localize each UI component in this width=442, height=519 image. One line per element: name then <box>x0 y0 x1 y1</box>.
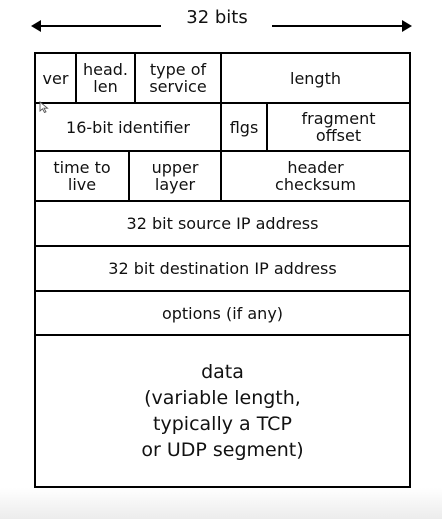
header-row-2: 16-bit identifier flgs fragment offset <box>36 104 409 152</box>
mouse-pointer-icon <box>39 101 49 113</box>
header-row-3: time to live upper layer header checksum <box>36 152 409 202</box>
ip-datagram-format-table: ver head. len type of service length 16-… <box>34 52 411 488</box>
options-label: options (if any) <box>161 303 284 323</box>
upper-layer-label: upper layer <box>151 158 199 194</box>
length-label: length <box>290 68 341 88</box>
options-field: options (if any) <box>36 292 409 334</box>
right-arrow-icon <box>272 20 412 32</box>
screen-bottom-shade <box>0 488 442 519</box>
length-field: length <box>222 54 409 102</box>
destination-ip-field: 32 bit destination IP address <box>36 247 409 290</box>
source-ip-field: 32 bit source IP address <box>36 202 409 245</box>
bit-width-label: 32 bits <box>186 7 248 28</box>
data-label: data (variable length, typically a TCP o… <box>141 361 304 461</box>
destination-ip-label: 32 bit destination IP address <box>108 259 337 278</box>
head-len-field: head. len <box>77 54 136 102</box>
header-checksum-label: header checksum <box>275 158 356 194</box>
source-ip-label: 32 bit source IP address <box>126 214 319 233</box>
source-ip-row: 32 bit source IP address <box>36 202 409 247</box>
ver-field: ver <box>36 54 77 102</box>
fragment-offset-field: fragment offset <box>268 104 409 150</box>
ver-label: ver <box>42 68 69 88</box>
header-row-1: ver head. len type of service length <box>36 54 409 104</box>
flags-label: flgs <box>229 117 259 137</box>
bit-width-header: 32 bits <box>0 0 442 40</box>
type-of-service-field: type of service <box>136 54 222 102</box>
data-row: data (variable length, typically a TCP o… <box>36 336 409 486</box>
identifier-field: 16-bit identifier <box>36 104 222 150</box>
data-field: data (variable length, typically a TCP o… <box>36 336 409 486</box>
upper-layer-field: upper layer <box>130 152 222 200</box>
fragment-offset-label: fragment offset <box>301 109 376 145</box>
left-arrow-icon <box>31 20 161 32</box>
destination-ip-row: 32 bit destination IP address <box>36 247 409 292</box>
identifier-label: 16-bit identifier <box>66 117 190 137</box>
type-of-service-label: type of service <box>149 60 207 96</box>
options-row: options (if any) <box>36 292 409 336</box>
flags-field: flgs <box>222 104 268 150</box>
header-checksum-field: header checksum <box>222 152 409 200</box>
time-to-live-field: time to live <box>36 152 130 200</box>
time-to-live-label: time to live <box>53 158 111 194</box>
head-len-label: head. len <box>82 60 129 96</box>
